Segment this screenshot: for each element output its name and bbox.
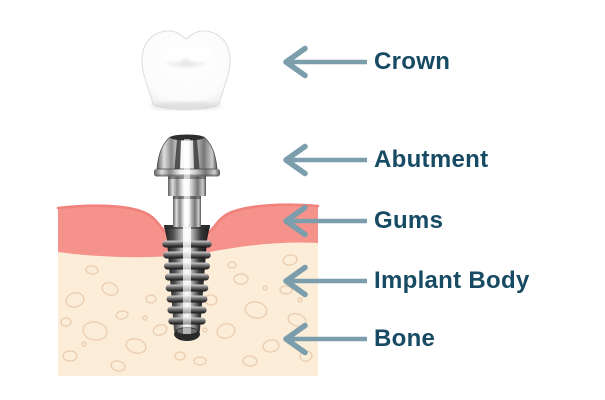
crown-label: Crown [374,48,451,75]
label-row-bone: Bone [281,322,435,356]
implant-body-label: Implant Body [374,267,530,294]
gums-label: Gums [374,207,444,234]
bone-label: Bone [374,325,436,352]
gums-illustration [56,203,320,258]
abutment-illustration [154,134,220,227]
label-row-abutment: Abutment [281,143,488,177]
label-row-implant-body: Implant Body [281,264,530,298]
crown-illustration [141,30,231,110]
left-arrow-icon [283,264,367,298]
label-row-crown: Crown [281,45,450,79]
label-row-gums: Gums [281,204,443,238]
left-arrow-icon [283,45,367,79]
left-arrow-icon [283,322,367,356]
abutment-label: Abutment [374,146,489,173]
implant-body-illustration [162,225,212,341]
left-arrow-icon [283,143,367,177]
left-arrow-icon [283,204,367,238]
